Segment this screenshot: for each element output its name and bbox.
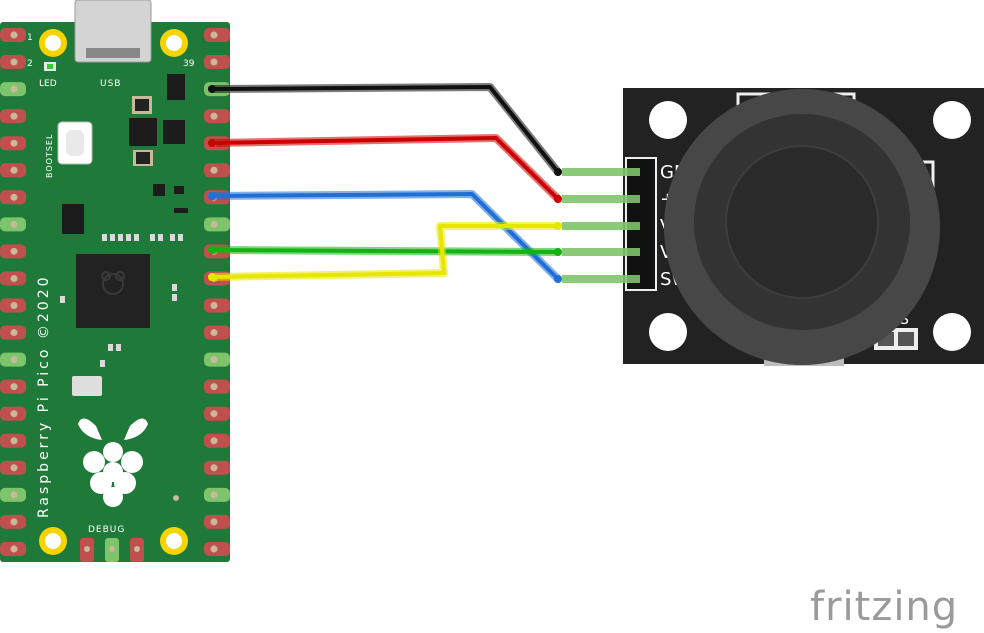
pad-left [0,28,26,42]
header-pin [562,168,640,176]
header-pin [562,222,640,230]
pin2-label: 2 [27,59,33,69]
partial-label: S [900,312,909,328]
pad-left [0,217,26,232]
wire-red [208,134,562,203]
usb-connector-slot [86,48,140,58]
chip-raspberry-logo [101,271,125,295]
pad-right [204,28,230,42]
pad-left [0,109,26,124]
debug-pads [80,538,144,562]
pad-left [0,55,26,70]
joystick-module: GN + V V SW S [562,88,984,366]
pads-left [0,28,26,556]
led-label: LED [39,79,57,89]
module-hole-bottom-left [649,313,687,351]
pin1-label: 1 [27,33,33,43]
pad-right [204,406,230,421]
usb-label: USB [100,79,121,89]
pico-board: 1 2 39 LED USB BOOTSEL [0,0,230,562]
module-hole-bottom-right [933,313,971,351]
bootsel-label: BOOTSEL [45,134,54,178]
pad-left [0,514,26,529]
pad-left [0,271,26,286]
raspberry-pi-logo [78,418,148,507]
pad-left [0,379,26,394]
pad-right [204,217,230,232]
pad-left [0,460,26,475]
rp2040-chip [76,254,150,328]
module-hole-top-left [649,101,687,139]
pad-left [0,298,26,313]
module-header-pins [562,168,640,283]
header-pin [562,195,640,203]
debug-label: DEBUG [88,525,125,535]
usb-connector [74,0,152,63]
pad-right [204,55,230,70]
module-hole-top-right [933,101,971,139]
pad-right [204,298,230,313]
pad-right [204,460,230,475]
pad-right [204,487,230,502]
crystal [72,376,102,396]
pad-left [0,82,26,97]
pad-right [204,325,230,340]
header-pin [562,248,640,256]
pad-right [204,433,230,448]
pad-left [0,163,26,178]
pad-right [204,541,230,556]
pad-right [204,163,230,178]
pad-right [204,352,230,367]
board-name-label: Raspberry Pi Pico ©2020 [36,274,52,518]
pad-right [204,109,230,124]
pad-left [0,352,26,367]
wire-blue [208,190,562,283]
pad-left [0,136,26,151]
wire-yellow [208,222,562,281]
header-pin [562,275,640,283]
wire-black [208,83,562,176]
pad-left [0,487,26,502]
pad-right [204,514,230,529]
pads-right [204,28,230,556]
pad-left [0,190,26,205]
pad-left [0,325,26,340]
wire-green [208,246,562,256]
pad-left [0,541,26,556]
fritzing-watermark: fritzing [810,584,958,630]
pad-left [0,244,26,259]
joystick-knob-cap [725,145,879,299]
pad-left [0,433,26,448]
pad-left [0,406,26,421]
pin39-label: 39 [183,59,195,69]
pad-right [204,379,230,394]
wires [208,83,562,283]
